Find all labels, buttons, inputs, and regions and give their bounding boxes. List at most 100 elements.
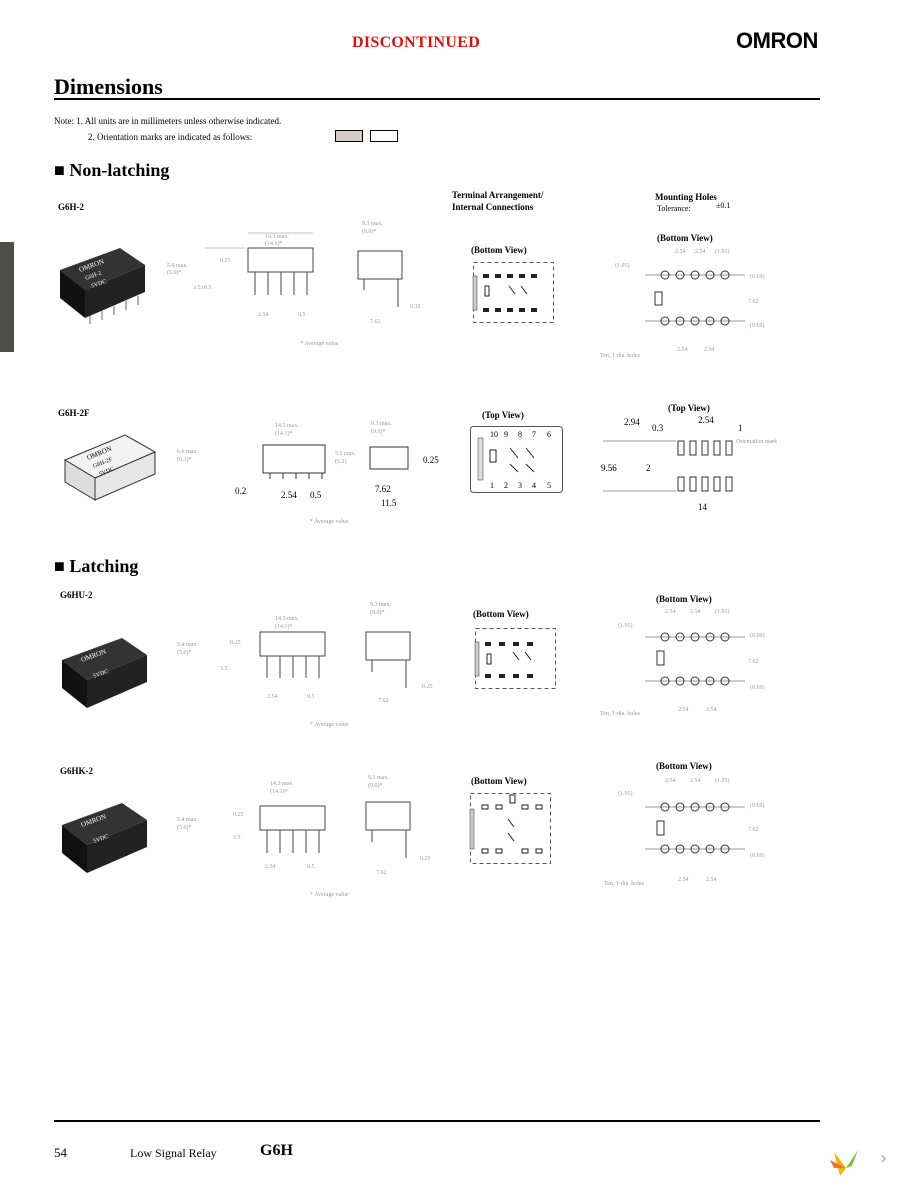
svg-text:2.54: 2.54 [665,778,676,784]
svg-text:3.5: 3.5 [220,666,228,672]
svg-text:(0.69): (0.69) [750,632,765,639]
svg-text:0.25: 0.25 [423,455,439,465]
svg-text:2.54: 2.54 [690,778,701,784]
svg-text:2.54: 2.54 [690,609,701,615]
svg-text:(9.0)*: (9.0)* [370,609,385,616]
svg-text:(5.2): (5.2) [335,458,347,465]
svg-text:1: 1 [490,481,494,490]
svg-text:0.2: 0.2 [235,486,246,496]
section-non-latching: ■ Non-latching [54,160,170,180]
g6hk2-photo: OMRON 5VDC [62,803,147,873]
svg-text:(9.0)*: (9.0)* [371,428,386,435]
svg-text:5.4 max.: 5.4 max. [167,263,188,269]
g6h2-photo: OMRON G6H-2 5VDC [60,248,145,324]
omron-logo: OMRON [736,28,818,53]
svg-text:9: 9 [504,430,508,439]
svg-text:9.3 max.: 9.3 max. [370,602,391,608]
page-title: Dimensions [54,74,163,99]
svg-text:(14.1)*: (14.1)* [265,240,283,247]
svg-text:* Average value: * Average value [310,519,349,525]
svg-text:5.4 max.: 5.4 max. [177,817,198,823]
svg-text:0.3: 0.3 [652,423,664,433]
svg-text:14.3 max.: 14.3 max. [275,616,299,622]
footer-product-type: Low Signal Relay [130,1146,217,1160]
section-latching: ■ Latching [54,556,139,576]
note-2: 2. Orientation marks are indicated as fo… [88,132,253,142]
svg-text:14.3 max.: 14.3 max. [265,234,289,240]
svg-text:(1.95): (1.95) [715,777,730,784]
svg-text:8: 8 [518,430,522,439]
svg-text:9.3 max.: 9.3 max. [368,775,389,781]
g6h2-side-view: 9.3 max. (9.0)* 7.62 0.35 [357,221,421,325]
model-g6h2-label: G6H-2 [58,202,84,212]
g6hu2-mounting-holes: (1.95) 2.54 2.54 (1.95) (0.69) 7.62 (0.6… [600,608,765,717]
terminal-arrangement-header: Terminal Arrangement/ [452,190,544,200]
internal-connections-header: Internal Connections [452,202,534,212]
g6h2f-conn-view-label: (Top View) [482,410,524,420]
svg-text:(14.1)*: (14.1)* [275,430,293,437]
svg-text:2.54: 2.54 [704,347,715,353]
svg-text:6.6 max.: 6.6 max. [177,449,198,455]
svg-text:(0.69): (0.69) [750,684,765,691]
svg-text:9.56: 9.56 [601,463,617,473]
svg-text:0.25: 0.25 [420,856,431,862]
svg-text:2.54: 2.54 [281,490,297,500]
svg-text:1: 1 [738,423,743,433]
svg-text:(1.95): (1.95) [618,790,633,797]
g6h2-mounting-holes: (1.95) 2.54 2.54 (1.95) (0.69) 7.62 (0.6… [600,248,765,359]
svg-text:Orientation mark: Orientation mark [736,439,777,445]
svg-text:(14.1)*: (14.1)* [275,623,293,630]
g6h2-mount-view-label: (Bottom View) [657,233,713,243]
g6hk2-mount-view-label: (Bottom View) [656,761,712,771]
svg-text:11.5: 11.5 [381,498,397,508]
svg-text:(0.69): (0.69) [750,273,765,280]
svg-text:0.5: 0.5 [307,864,315,870]
footer-rule [54,1120,820,1122]
g6hu2-connection-diagram [474,628,556,689]
g6h2-front-view: 14.3 max. (14.1)* 5.4 max. (5.0)* 0.25 3… [167,232,339,347]
svg-text:Ten, 1-dia. holes: Ten, 1-dia. holes [600,353,641,359]
svg-text:(0.69): (0.69) [750,852,765,859]
svg-text:14.3 max.: 14.3 max. [270,781,294,787]
g6hk2-side-view: 9.3 max. (9.0)* 7.62 0.25 [365,775,431,876]
svg-text:2: 2 [646,463,651,473]
g6hu2-front-view: 14.3 max. (14.1)* 5.4 max. (5.0)* 0.25 3… [177,616,349,728]
svg-text:* Average value: * Average value [310,892,349,898]
svg-text:7.62: 7.62 [378,698,389,704]
svg-text:2.54: 2.54 [678,877,689,883]
svg-text:6: 6 [547,430,551,439]
note-1: Note: 1. All units are in millimeters un… [54,116,282,126]
svg-text:5.4 max.: 5.4 max. [177,642,198,648]
g6h2f-side-view: 9.3 max. (9.0)* 5.5 max. (5.2) 0.25 7.62… [335,421,439,508]
model-g6hu2-label: G6HU-2 [60,590,93,600]
svg-text:10: 10 [490,430,498,439]
svg-text:(5.0)*: (5.0)* [177,649,192,656]
svg-text:7.62: 7.62 [748,659,759,665]
svg-text:(9.0)*: (9.0)* [362,228,377,235]
svg-text:2.54: 2.54 [706,707,717,713]
svg-text:(6.3)*: (6.3)* [177,456,192,463]
g6hu2-mount-view-label: (Bottom View) [656,594,712,604]
g6hu2-photo: OMRON 5VDC [62,638,147,708]
title-rule [54,98,820,100]
svg-text:5: 5 [547,481,551,490]
g6hu2-conn-view-label: (Bottom View) [473,609,529,619]
viewer-logo-icon[interactable] [826,1146,866,1176]
svg-text:2.54: 2.54 [706,877,717,883]
label-model: G6H-2 [85,271,103,282]
g6hk2-conn-view-label: (Bottom View) [471,776,527,786]
tolerance-label: Tolerance: [657,204,691,213]
svg-text:0.25: 0.25 [233,812,244,818]
discontinued-label: DISCONTINUED [352,34,481,51]
g6hk2-connection-diagram [469,793,551,864]
svg-text:(0.69): (0.69) [750,802,765,809]
svg-text:0.5: 0.5 [307,694,315,700]
svg-text:0.5: 0.5 [310,490,322,500]
svg-text:7.62: 7.62 [375,484,391,494]
svg-text:5VDC: 5VDC [93,669,110,680]
svg-text:0.25: 0.25 [230,640,241,646]
chevron-right-icon[interactable]: › [880,1148,888,1169]
svg-text:(1.95): (1.95) [715,248,730,255]
svg-text:0.25: 0.25 [422,684,433,690]
